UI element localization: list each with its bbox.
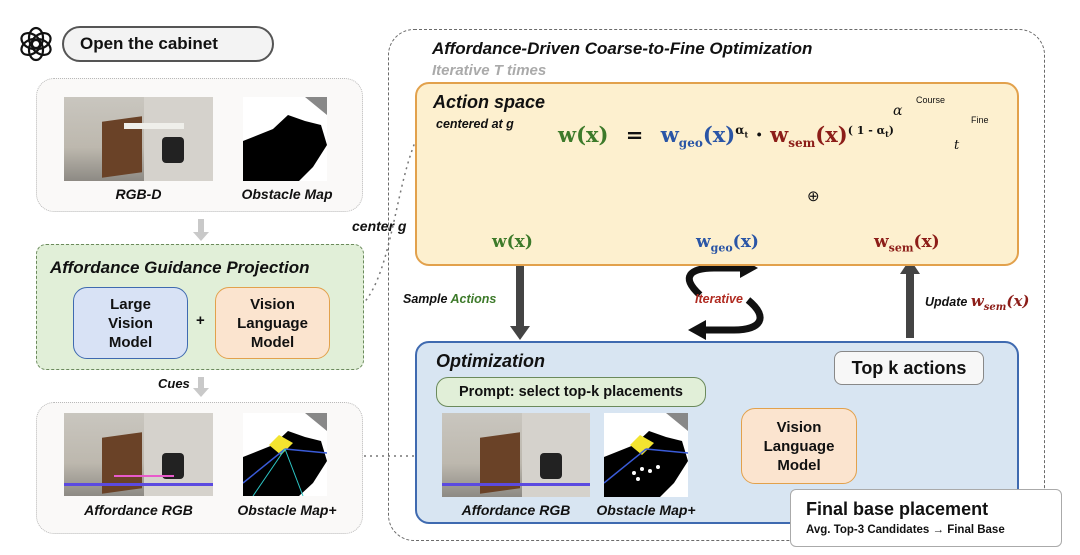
- prompt-box: Prompt: select top-k placements: [436, 377, 706, 407]
- final-subtitle: Avg. Top-3 Candidates → Final Base: [806, 524, 1005, 536]
- optimization-frame-title: Affordance-Driven Coarse-to-Fine Optimiz…: [432, 39, 813, 58]
- plus-sign: +: [196, 312, 205, 329]
- obstacle-map-plus-caption: Obstacle Map+: [237, 502, 337, 518]
- optim-obstacle-map-plus-image: [604, 413, 688, 497]
- cues-label: Cues: [158, 376, 190, 391]
- obstacle-map-caption: Obstacle Map: [241, 186, 333, 202]
- optimization-title: Optimization: [436, 351, 545, 371]
- inset-alpha-label: α: [893, 103, 903, 119]
- action-space-panel: [415, 82, 1019, 266]
- action-space-title: Action space: [433, 92, 546, 112]
- affordance-rgb-caption: Affordance RGB: [84, 502, 193, 518]
- openai-logo-icon: [20, 26, 52, 62]
- final-placement-box: [790, 489, 1062, 547]
- top-k-actions-box: Top k actions: [834, 351, 984, 385]
- vision-language-model-box: Vision Language Model: [215, 287, 330, 359]
- inset-fine-label: Fine: [971, 115, 989, 125]
- center-g-label: center g: [352, 218, 407, 234]
- action-space-subtitle: centered at g: [436, 117, 514, 131]
- final-title: Final base placement: [806, 499, 989, 519]
- iterative-cycle-icon: [685, 258, 764, 340]
- oplus-sign: ⊕: [807, 188, 820, 205]
- wgeo-label: wgeo(x): [696, 232, 759, 255]
- weight-equation: w(x) = wgeo(x)αt · wsem(x)( 1 - αt): [558, 122, 894, 151]
- large-vision-model-box: Large Vision Model: [73, 287, 188, 359]
- sample-actions-label: Sample Actions: [403, 292, 497, 306]
- inset-t-label: t: [954, 138, 960, 153]
- optimization-frame: [388, 29, 1045, 541]
- obstacle-map-image: [243, 97, 327, 181]
- optim-affordance-rgb-caption: Affordance RGB: [461, 502, 571, 518]
- inset-course-label: Course: [916, 95, 946, 105]
- guidance-title: Affordance Guidance Projection: [50, 258, 310, 277]
- rgbd-caption: RGB-D: [115, 186, 162, 202]
- wsem-label: wsem(x): [874, 232, 940, 255]
- optim-vision-language-model-box: Vision Language Model: [741, 408, 857, 484]
- center-g-connector: [361, 119, 427, 306]
- rgbd-image: [64, 97, 213, 181]
- optim-obstacle-map-plus-caption: Obstacle Map+: [596, 502, 696, 518]
- affordance-rgb-image: [64, 413, 213, 496]
- update-label: Update wsem(x): [925, 292, 1030, 313]
- iterative-label: Iterative: [695, 292, 743, 306]
- iteration-subtitle: Iterative T times: [432, 62, 547, 79]
- optim-affordance-rgb-image: [442, 413, 590, 497]
- obstacle-map-plus-image: [243, 413, 327, 496]
- task-prompt-pill: Open the cabinet: [62, 26, 274, 62]
- w-label: w(x): [492, 232, 533, 252]
